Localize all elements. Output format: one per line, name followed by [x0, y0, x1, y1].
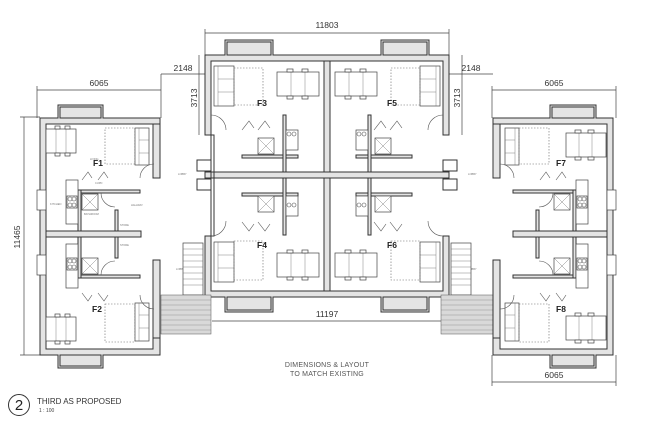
unit-label-f4: F4: [257, 240, 267, 250]
right-wing: F7 F8: [492, 104, 617, 369]
room-label-cupd: CUPD: [95, 181, 102, 185]
room-label-hallway: HALLWAY: [131, 203, 143, 207]
dim-bottom-center: 11197: [316, 309, 339, 319]
unit-label-f6: F6: [387, 240, 397, 250]
unit-label-f5: F5: [387, 98, 397, 108]
dim-right-step: 2148: [462, 63, 481, 73]
room-label-living: LIVING: [90, 157, 99, 161]
room-label-lobby: LOBBY: [178, 172, 187, 176]
dim-left-step: 2148: [174, 63, 193, 73]
drawing-scale: 1 : 100: [39, 407, 55, 414]
room-label-bathroom: BATHROOM: [84, 212, 99, 216]
room-label-lobby: LOBBY: [468, 172, 477, 176]
room-label-store: STORE: [120, 243, 129, 247]
drawing-title-block: 2 THIRD AS PROPOSED 1 : 100: [8, 394, 121, 416]
unit-label-f2: F2: [92, 304, 102, 314]
dim-top-overall: 11803: [315, 20, 338, 30]
unit-label-f7: F7: [556, 158, 566, 168]
room-label-kitchen: KITCHEN: [50, 202, 62, 206]
room-label-lobby: LOBBY: [176, 267, 185, 271]
stair-left: [160, 242, 212, 335]
note-line-2: TO MATCH EXISTING: [290, 371, 364, 378]
unit-label-f1: F1: [93, 158, 103, 168]
dim-right-step-depth: 3713: [452, 88, 462, 107]
drawing-number-badge: 2: [8, 394, 30, 416]
lobbies: LOBBY LOBBY LOBBY LOBBY: [160, 172, 494, 335]
dim-left-wing: 6065: [90, 78, 109, 88]
note-line-1: DIMENSIONS & LAYOUT: [285, 362, 370, 369]
left-wing: F1 LIVING CUPD KITCHEN BATHROOM HALLWAY …: [36, 104, 161, 369]
unit-label-f8: F8: [556, 304, 566, 314]
central-block: F3 F4: [196, 39, 458, 313]
room-label-lobby: LOBBY: [468, 267, 477, 271]
unit-label-f3: F3: [257, 98, 267, 108]
stair-right: [440, 242, 494, 335]
dim-bottom-right: 6065: [545, 370, 564, 380]
dim-left-height: 11465: [12, 225, 22, 248]
dim-left-step-depth: 3713: [189, 88, 199, 107]
dimension-lines: 11803 6065 2148 3713 2148 3713 6065 1146…: [12, 20, 617, 386]
dim-right-wing: 6065: [545, 78, 564, 88]
room-label-store: STORE: [120, 223, 129, 227]
drawing-title: THIRD AS PROPOSED: [37, 396, 122, 406]
